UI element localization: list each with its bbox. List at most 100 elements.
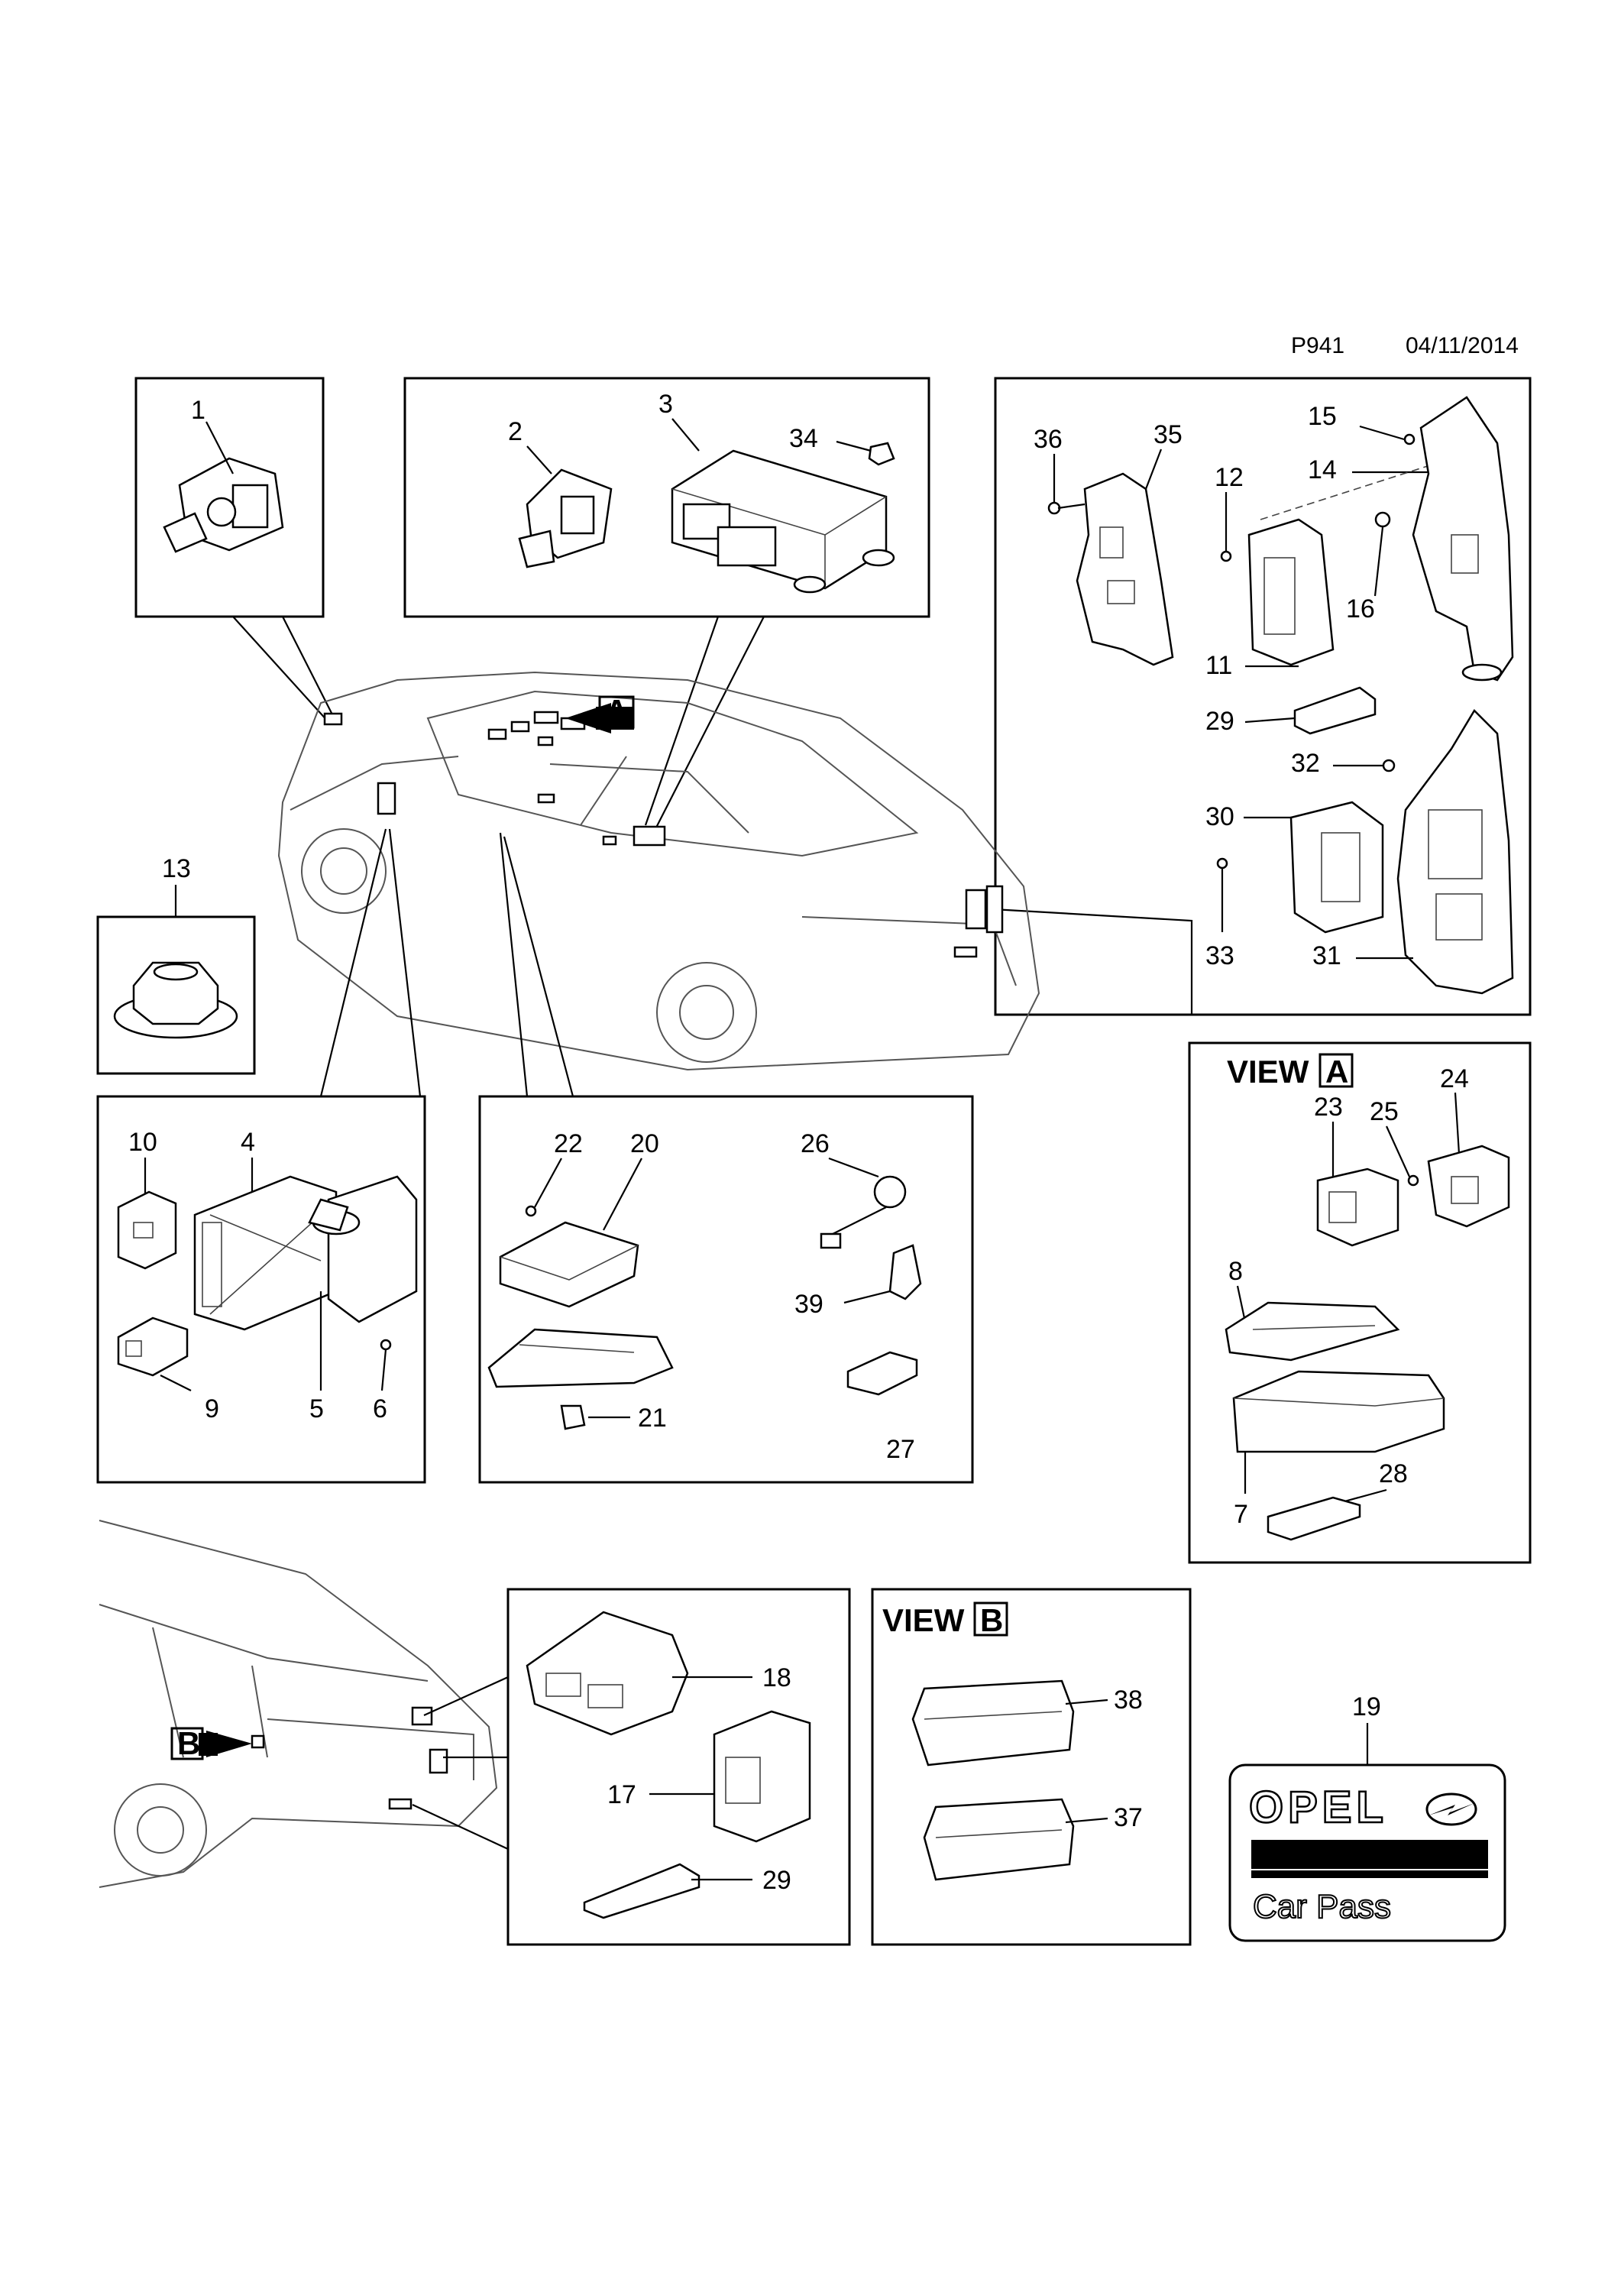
callout-8: 8 [1228,1257,1243,1286]
module-part-30 [1289,801,1384,934]
flange-nut-part-13 [113,961,238,1039]
wagon-marker-29 [388,1798,413,1810]
module-part-3 [671,449,895,594]
callout-34: 34 [789,424,818,453]
module-part-18 [526,1611,689,1736]
screw-part-15 [1403,433,1416,445]
callout-25: 25 [1370,1097,1399,1126]
callout-26: 26 [801,1129,830,1158]
opel-logo-text: OPEL [1249,1783,1388,1832]
callout-30: 30 [1205,802,1234,831]
wagon-car-illustration: B [99,1520,509,1888]
panel-part-1: 1 [134,377,337,723]
callout-27: 27 [886,1435,915,1464]
module-part-10 [117,1190,177,1270]
screw-part-33 [1216,857,1228,870]
panel-parts-4-5-6-9-10: 10 4 5 6 9 [96,828,426,1484]
antenna-part-26 [820,1175,907,1249]
callout-22: 22 [554,1129,583,1158]
screw-part-12 [1220,550,1232,562]
view-b-arrow: B [170,1725,252,1761]
clip-part-21 [560,1404,586,1430]
wagon-marker-view-b [251,1734,265,1749]
module-part-4 [193,1175,338,1331]
callout-14: 14 [1308,455,1337,484]
bracket-part-29 [1293,686,1377,735]
diagram-date: 04/11/2014 [1406,333,1519,358]
module-part-27 [846,1351,918,1396]
callout-2: 2 [508,417,523,446]
callout-37: 37 [1114,1803,1143,1832]
callout-38: 38 [1114,1686,1143,1715]
bracket-part-28 [1267,1496,1361,1541]
callout-7: 7 [1234,1500,1248,1529]
callout-20: 20 [630,1129,659,1158]
nut-part-32 [1382,759,1396,772]
module-part-17 [713,1710,811,1843]
view-a-title: VIEW [1227,1054,1309,1090]
wagon-marker-17 [429,1748,448,1774]
callout-28: 28 [1379,1459,1408,1488]
callout-3: 3 [658,390,673,419]
screw-part-22 [525,1205,537,1217]
callout-33: 33 [1205,941,1234,970]
bracket-part-14 [1412,396,1514,682]
sedan-car-illustration: A [277,671,1040,1071]
callout-32: 32 [1291,749,1320,778]
panel-parts-17-18-29: 18 17 29 [506,1588,851,1946]
screw-part-36 [1047,501,1086,515]
callout-36: 36 [1034,425,1063,454]
bracket-part-8 [1225,1301,1400,1362]
car-marker-rear-3 [953,946,978,958]
car-marker-roof-1 [487,728,507,740]
car-marker-roof-4 [537,736,554,746]
callout-6: 6 [373,1394,387,1423]
module-part-20 [499,1221,639,1308]
card-black-stripe [1251,1840,1488,1869]
callout-19: 19 [1352,1692,1381,1721]
car-pass-card-part-19: 19 OPEL Car Pass [1228,1692,1506,1942]
card-thin-stripe [1251,1870,1488,1878]
callout-18: 18 [762,1663,791,1692]
callout-16: 16 [1346,594,1375,623]
callout-31: 31 [1312,941,1341,970]
callout-9: 9 [205,1394,219,1423]
car-pass-caption: Car Pass [1253,1888,1391,1925]
bracket-part-39 [888,1244,922,1300]
panel-parts-11-16-29-36: 36 35 12 11 15 14 [992,377,1532,1016]
panel-parts-2-3-34: 2 3 34 [403,377,930,830]
wagon-marker-18 [411,1706,433,1726]
callout-10: 10 [128,1128,157,1157]
module-part-7 [1232,1370,1445,1453]
car-marker-4 [377,782,396,815]
car-marker-door-2 [602,835,617,846]
car-marker-rear [965,889,987,930]
bracket-part-35 [1076,472,1174,666]
arrow-b-label: B [177,1725,200,1761]
callout-4: 4 [241,1128,255,1157]
bracket-part-5 [308,1175,418,1323]
callout-24: 24 [1440,1064,1469,1093]
sensor-part-1 [163,457,284,553]
car-marker-roof-2 [510,721,530,733]
callout-12: 12 [1215,463,1244,492]
module-part-23 [1316,1167,1399,1247]
screw-part-6 [380,1339,392,1351]
panel-part-13: 13 [96,854,256,1075]
sensor-part-2 [518,468,613,568]
view-b-title: VIEW [882,1602,965,1638]
view-a-letter: A [1325,1054,1348,1090]
callout-1: 1 [191,396,205,425]
panel-parts-20-21-22-26-27-39: 22 20 21 26 39 27 [478,832,974,1484]
callout-15: 15 [1308,402,1337,431]
callout-5: 5 [309,1394,324,1423]
car-marker-roof-3 [533,711,559,724]
nut-part-34 [868,442,895,466]
bracket-part-38 [911,1679,1075,1767]
car-marker-door [537,793,555,804]
callout-21: 21 [638,1404,667,1433]
car-marker-3 [633,825,666,847]
callout-13: 13 [162,854,191,883]
module-part-9 [117,1316,189,1377]
callout-17: 17 [607,1780,636,1809]
